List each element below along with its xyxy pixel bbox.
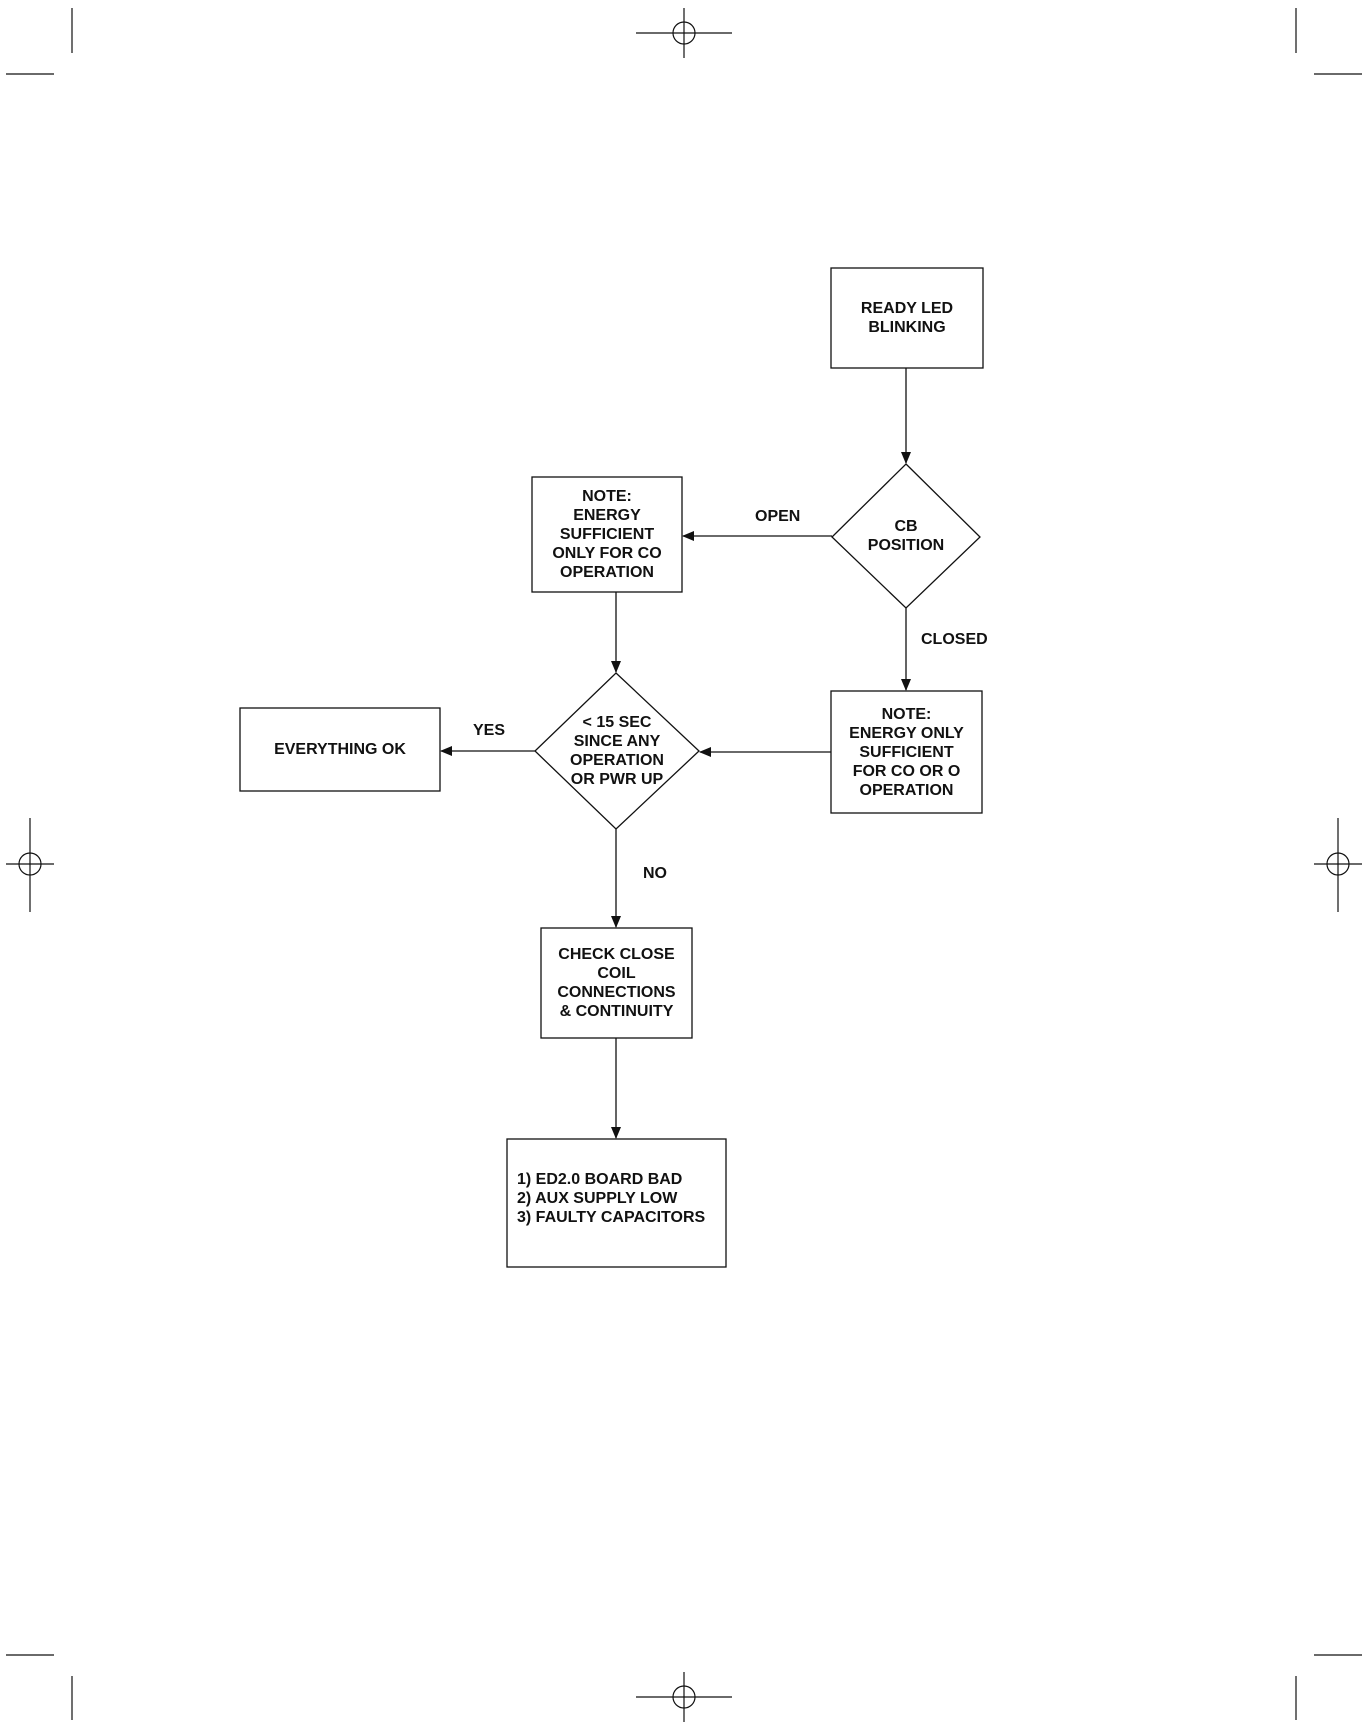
registration-mark-top <box>636 8 732 58</box>
check-coil-label: CHECK CLOSE COIL CONNECTIONS & CONTINUIT… <box>541 928 692 1038</box>
edge-label-open: OPEN <box>755 507 800 526</box>
ready-led-label: READY LED BLINKING <box>831 268 983 368</box>
causes-label: 1) ED2.0 BOARD BAD 2) AUX SUPPLY LOW 3) … <box>507 1139 726 1267</box>
registration-mark-bottom <box>636 1672 732 1722</box>
everything-ok-label: EVERYTHING OK <box>240 708 440 791</box>
registration-mark-right <box>1314 818 1362 912</box>
cb-position-label: CB POSITION <box>832 464 980 608</box>
edge-label-yes: YES <box>473 721 505 740</box>
edge-label-closed: CLOSED <box>921 630 988 649</box>
crop-marks <box>6 8 1362 1720</box>
note-open-label: NOTE: ENERGY SUFFICIENT ONLY FOR CO OPER… <box>532 477 682 592</box>
edge-label-no: NO <box>643 864 667 883</box>
note-closed-label: NOTE: ENERGY ONLY SUFFICIENT FOR CO OR O… <box>831 691 982 813</box>
registration-mark-left <box>6 818 54 912</box>
decision-15sec-label: < 15 SEC SINCE ANY OPERATION OR PWR UP <box>535 673 699 829</box>
